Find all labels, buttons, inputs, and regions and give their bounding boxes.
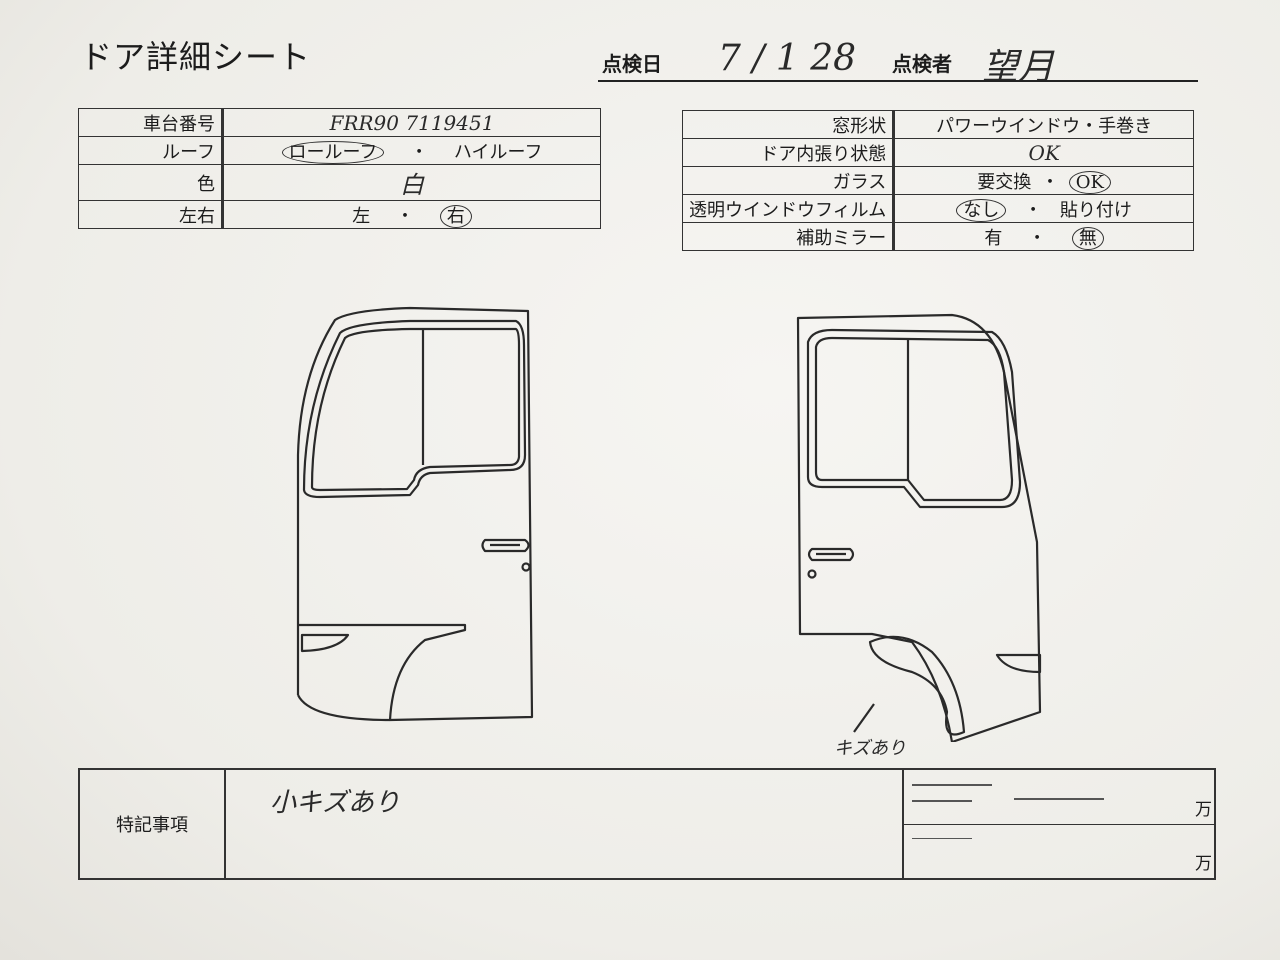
film-label: 透明ウインドウフィルム (681, 194, 896, 223)
price-row-2: 万 (904, 824, 1216, 878)
inspection-date-value: 7 / 1 28 (718, 38, 857, 79)
trim-condition-value: OK (893, 138, 1194, 167)
table-row: ドア内張り状態 OK (681, 138, 1194, 167)
redaction-mark (912, 838, 972, 839)
color-label: 色 (78, 164, 224, 201)
inspector-label: 点検者 (892, 52, 952, 76)
table-row: 補助ミラー 有 ・ 無 (681, 222, 1194, 251)
vehicle-info-table: 車台番号 FRR90 7119451 ルーフ ロールーフ ・ ハイルーフ 色 白… (78, 108, 601, 229)
right-door-window-frame (806, 328, 1022, 509)
right-door-damage-circle (868, 635, 966, 736)
color-value: 白 (222, 164, 601, 201)
page-title: ドア詳細シート (80, 38, 312, 76)
mirror-option-yes: 有 (984, 227, 1003, 249)
special-notes-box: 特記事項 小キズあり 万 万 (78, 768, 1216, 880)
table-row: ガラス 要交換 ・ OK (681, 166, 1194, 195)
redaction-mark (912, 784, 992, 786)
redaction-mark (912, 800, 972, 802)
side-label: 左右 (78, 200, 224, 229)
right-door-lock (807, 569, 817, 579)
glass-option-replace: 要交換 (977, 171, 1032, 193)
price-box: 万 万 (902, 770, 1216, 878)
header-underline (598, 80, 1198, 82)
window-type-label: 窓形状 (681, 110, 896, 139)
table-row: 色 白 (78, 164, 601, 201)
table-row: 車台番号 FRR90 7119451 (78, 108, 601, 137)
side-options: 左 ・ 右 (222, 200, 601, 229)
inspector-value: 望月 (982, 47, 1055, 88)
glass-option-ok: OK (1068, 170, 1111, 194)
table-row: ルーフ ロールーフ ・ ハイルーフ (78, 136, 601, 165)
roof-option-low: ロールーフ (281, 140, 385, 164)
mirror-separator: ・ (1028, 227, 1047, 249)
damage-annotation: キズあり (834, 738, 906, 759)
left-door-handle (481, 538, 530, 553)
mirror-label: 補助ミラー (681, 222, 896, 251)
special-notes-text: 小キズあり (270, 788, 401, 818)
right-door-window-glass (814, 336, 1014, 502)
left-door-window-frame (302, 319, 527, 499)
glass-separator: ・ (1041, 171, 1060, 193)
chassis-number-value: FRR90 7119451 (222, 108, 601, 137)
mirror-options: 有 ・ 無 (893, 222, 1194, 251)
chassis-number-label: 車台番号 (78, 108, 224, 137)
special-notes-label: 特記事項 (80, 770, 226, 878)
film-option-applied: 貼り付け (1059, 199, 1132, 221)
left-door-lock (521, 562, 531, 572)
left-door-outline (296, 306, 534, 722)
table-row: 左右 左 ・ 右 (78, 200, 601, 229)
price-unit-2: 万 (1195, 854, 1212, 874)
glass-options: 要交換 ・ OK (893, 166, 1194, 195)
left-door-bottom (297, 694, 391, 722)
film-options: なし ・ 貼り付け (893, 194, 1194, 223)
table-row: 透明ウインドウフィルム なし ・ 貼り付け (681, 194, 1194, 223)
side-separator: ・ (396, 205, 414, 227)
roof-options: ロールーフ ・ ハイルーフ (222, 136, 601, 165)
redaction-mark (1014, 798, 1104, 800)
glass-label: ガラス (681, 166, 896, 195)
trim-condition-label: ドア内張り状態 (681, 138, 896, 167)
right-door-diagram (796, 313, 1042, 742)
film-option-none: なし (956, 198, 1007, 222)
mirror-option-no: 無 (1071, 226, 1104, 250)
left-door-reflector (300, 633, 350, 653)
right-door-outline (796, 313, 1042, 742)
price-unit-1: 万 (1195, 800, 1212, 820)
left-door-window-glass (310, 327, 521, 492)
film-separator: ・ (1024, 199, 1043, 221)
roof-separator: ・ (410, 141, 429, 163)
price-row-1: 万 (904, 770, 1216, 825)
color-text: 白 (400, 171, 424, 199)
left-door-diagram (296, 306, 534, 722)
inspection-date-label: 点検日 (602, 52, 662, 76)
trim-condition-text: OK (1028, 140, 1060, 165)
side-option-left: 左 (352, 205, 371, 227)
right-door-damage-arrow (853, 703, 875, 733)
chassis-number-text: FRR90 7119451 (329, 110, 495, 135)
right-door-handle (807, 547, 855, 562)
table-row: 窓形状 パワーウインドウ・手巻き (681, 110, 1194, 139)
right-door-reflector (995, 653, 1042, 674)
window-type-value: パワーウインドウ・手巻き (893, 110, 1194, 139)
side-option-right: 右 (439, 204, 472, 228)
roof-label: ルーフ (78, 136, 224, 165)
door-condition-table: 窓形状 パワーウインドウ・手巻き ドア内張り状態 OK ガラス 要交換 ・ OK… (681, 110, 1194, 251)
roof-option-high: ハイルーフ (453, 141, 543, 163)
